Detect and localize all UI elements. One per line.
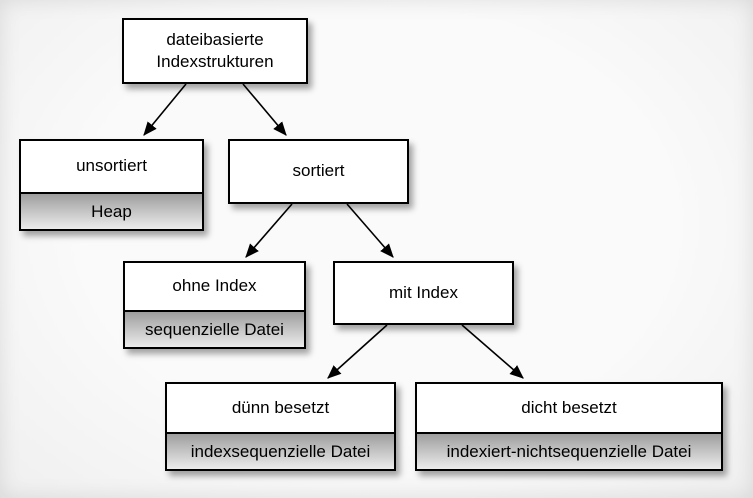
edge-mit-index-to-duenn-besetzt: [327, 324, 388, 379]
node-sublabel: indexiert-nichtsequenzielle Datei: [417, 432, 721, 469]
node-mit-index: mit Index: [333, 261, 514, 325]
node-dicht-besetzt: dicht besetzt indexiert-nichtsequenziell…: [415, 382, 723, 471]
edge-root-to-sortiert: [242, 83, 287, 136]
node-label: dünn besetzt: [231, 397, 330, 417]
node-label: sortiert: [292, 161, 345, 181]
edge-root-to-unsortiert: [143, 83, 187, 136]
edge-sortiert-to-ohne-index: [245, 203, 293, 258]
node-label: mit Index: [389, 282, 458, 302]
node-sublabel: sequenzielle Datei: [125, 310, 304, 347]
node-dateibasierte-indexstrukturen: dateibasierte Indexstrukturen: [122, 18, 308, 84]
node-sortiert: sortiert: [228, 139, 409, 204]
node-sublabel: Heap: [21, 192, 202, 229]
node-label: unsortiert: [76, 156, 147, 176]
node-label: dateibasierte Indexstrukturen: [156, 29, 274, 71]
edge-sortiert-to-mit-index: [346, 203, 394, 258]
node-sublabel: indexsequenzielle Datei: [167, 432, 394, 469]
node-ohne-index: ohne Index sequenzielle Datei: [123, 261, 306, 349]
node-unsortiert: unsortiert Heap: [19, 139, 204, 231]
edge-mit-index-to-dicht-besetzt: [461, 324, 524, 379]
node-label: dicht besetzt: [521, 397, 617, 417]
node-duenn-besetzt: dünn besetzt indexsequenzielle Datei: [165, 382, 396, 471]
node-label: ohne Index: [172, 276, 257, 296]
